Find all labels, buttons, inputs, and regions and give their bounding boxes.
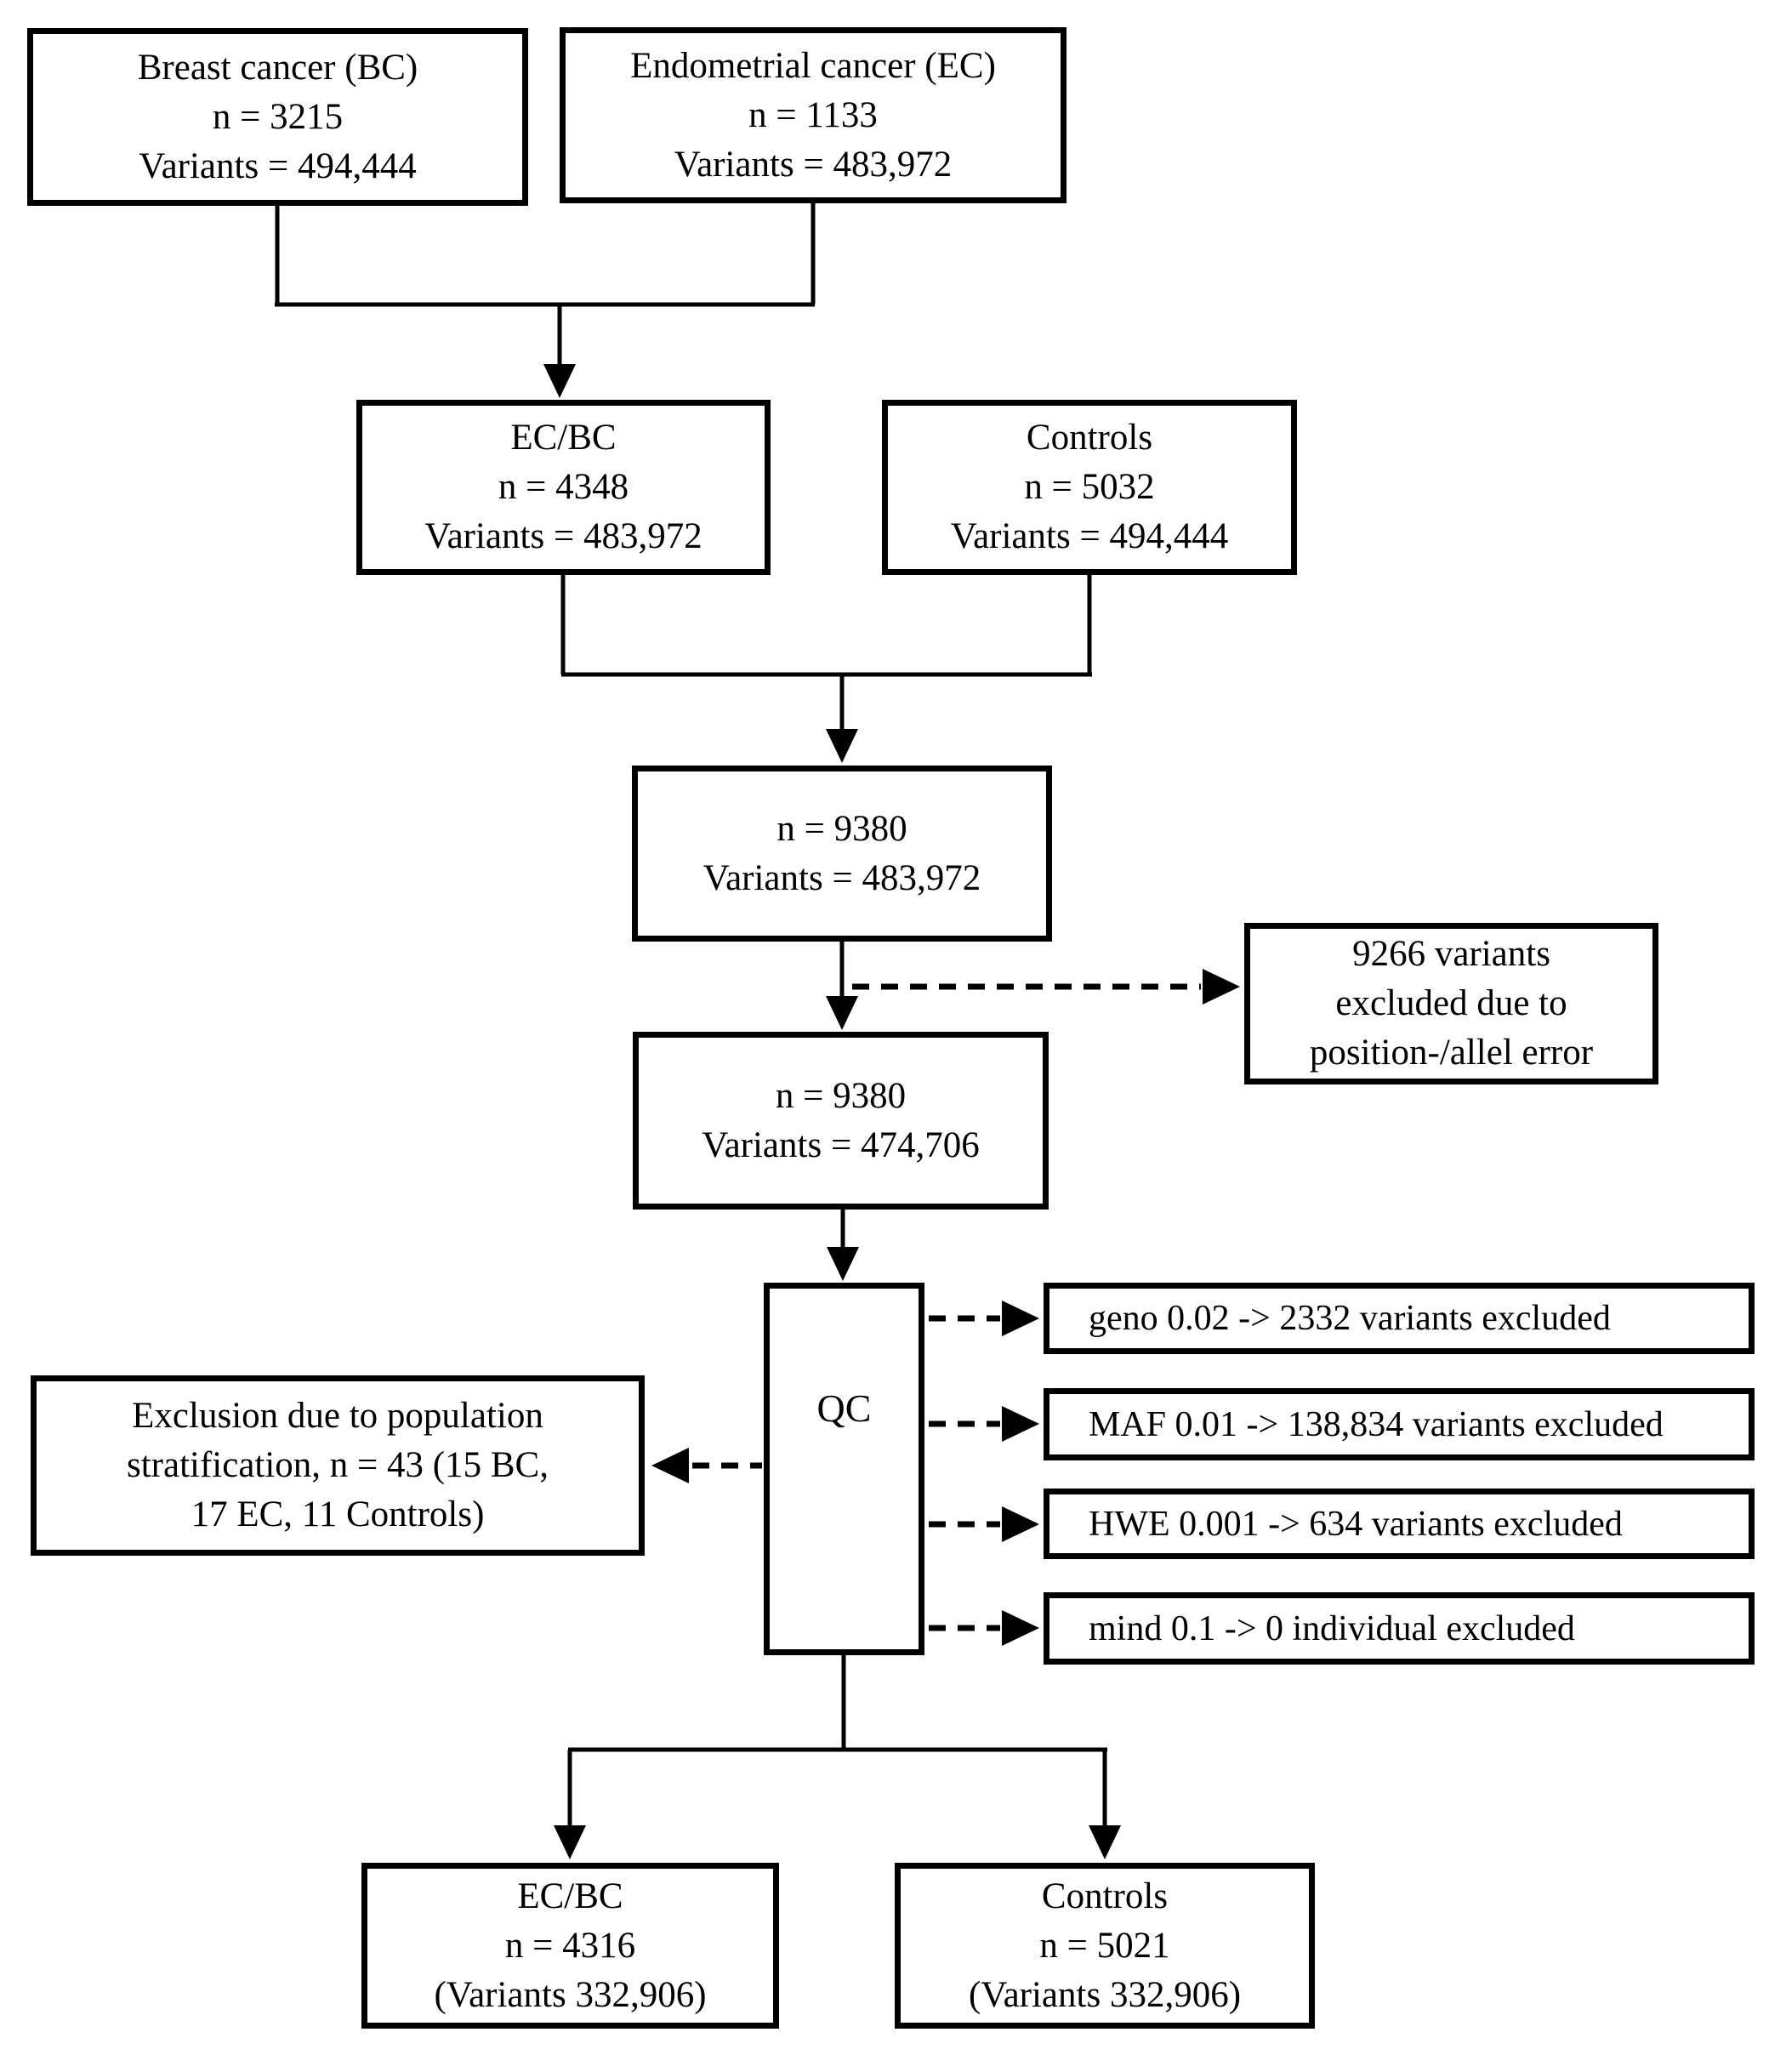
box-controls: Controls n = 5032 Variants = 494,444 [882,400,1297,575]
edge-merged2-to-qc [827,1210,859,1281]
arrowhead-right-icon [1002,1301,1039,1336]
arrowhead-right-icon [1002,1406,1039,1442]
box-text-line: 17 EC, 11 Controls) [191,1494,485,1534]
edge-ecbc-controls-to-merged [560,575,1092,763]
dashed-edge-position-exclusion [852,969,1240,1005]
box-text-line: Variants = 494,444 [139,145,417,186]
box-text-line: Variants = 483,972 [702,857,981,898]
box-text-line: MAF 0.01 -> 138,834 variants excluded [1089,1404,1664,1444]
box-text-line: excluded due to [1335,983,1567,1023]
box-merged-after-position-exclusion: n = 9380 Variants = 474,706 [633,1032,1049,1210]
arrowhead-right-icon [1002,1506,1039,1542]
box-text-line: HWE 0.001 -> 634 variants excluded [1089,1504,1623,1544]
arrowhead-down-icon [543,364,576,398]
dashed-edge-qc-to-maf [929,1406,1039,1442]
box-text-line: Variants = 494,444 [950,516,1229,556]
arrowhead-down-icon [827,1247,859,1281]
box-qc-mind-excluded: mind 0.1 -> 0 individual excluded [1044,1592,1755,1665]
box-text-line: n = 1133 [748,94,878,135]
dashed-edge-qc-to-population-stratification [651,1448,762,1483]
box-population-stratification-exclusion: Exclusion due to population stratificati… [31,1375,645,1556]
box-text-line: Breast cancer (BC) [137,47,418,88]
arrowhead-down-icon [554,1825,586,1859]
box-text-line: Controls [1041,1876,1169,1916]
box-qc-hwe-excluded: HWE 0.001 -> 634 variants excluded [1044,1489,1755,1559]
box-qc-maf-excluded: MAF 0.01 -> 138,834 variants excluded [1044,1388,1755,1460]
box-text-line: Endometrial cancer (EC) [630,45,996,86]
arrowhead-down-icon [826,996,858,1030]
box-text-line: (Variants 332,906) [968,1974,1242,2015]
box-text-line: QC [816,1386,872,1430]
box-text-line: n = 9380 [776,808,907,849]
box-text-line: mind 0.1 -> 0 individual excluded [1089,1608,1575,1648]
box-text-line: (Variants 332,906) [434,1974,707,2015]
dashed-edge-qc-to-geno [929,1301,1039,1336]
box-text-line: stratification, n = 43 (15 BC, [127,1445,549,1485]
box-position-allele-exclusion: 9266 variants excluded due to position-/… [1244,923,1658,1084]
box-text-line: 9266 variants [1352,934,1550,974]
box-text-line: n = 4316 [504,1925,636,1966]
box-text-line: n = 3215 [212,96,344,137]
box-text-line: EC/BC [517,1876,623,1916]
edge-merged-to-merged2 [826,942,858,1030]
box-ecbc-pooled-cases: EC/BC n = 4348 Variants = 483,972 [356,400,771,575]
arrowhead-left-icon [651,1448,689,1483]
box-text-line: position-/allel error [1309,1033,1594,1073]
arrowhead-right-icon [1002,1610,1039,1646]
box-merged-sample: n = 9380 Variants = 483,972 [632,766,1052,942]
box-text-line: n = 4348 [498,467,629,507]
box-text-line: n = 5021 [1039,1925,1170,1966]
arrowhead-right-icon [1203,969,1240,1005]
box-final-ecbc: EC/BC n = 4316 (Variants 332,906) [361,1863,779,2029]
box-text-line: Controls [1026,418,1153,458]
box-endometrial-cancer: Endometrial cancer (EC) n = 1133 Variant… [560,27,1066,203]
box-text-line: Exclusion due to population [132,1396,543,1436]
box-qc-geno-excluded: geno 0.02 -> 2332 variants excluded [1044,1283,1755,1354]
box-breast-cancer: Breast cancer (BC) n = 3215 Variants = 4… [27,28,528,206]
edge-bc-ec-to-ecbc [275,203,816,398]
box-text-line: Variants = 483,972 [674,144,953,185]
box-qc: QC [764,1283,924,1655]
box-final-controls: Controls n = 5021 (Variants 332,906) [895,1863,1315,2029]
arrowhead-down-icon [826,729,858,763]
dashed-edge-qc-to-hwe [929,1506,1039,1542]
box-text-line: Variants = 483,972 [424,516,702,556]
box-text-line: n = 5032 [1024,467,1155,507]
box-text-line: Variants = 474,706 [702,1124,980,1165]
box-text-line: geno 0.02 -> 2332 variants excluded [1089,1299,1611,1338]
arrowhead-down-icon [1089,1825,1121,1859]
box-text-line: EC/BC [510,418,617,458]
dashed-edge-qc-to-mind [929,1610,1039,1646]
box-text-line: n = 9380 [775,1075,907,1116]
edge-qc-to-final-boxes [554,1655,1121,1859]
